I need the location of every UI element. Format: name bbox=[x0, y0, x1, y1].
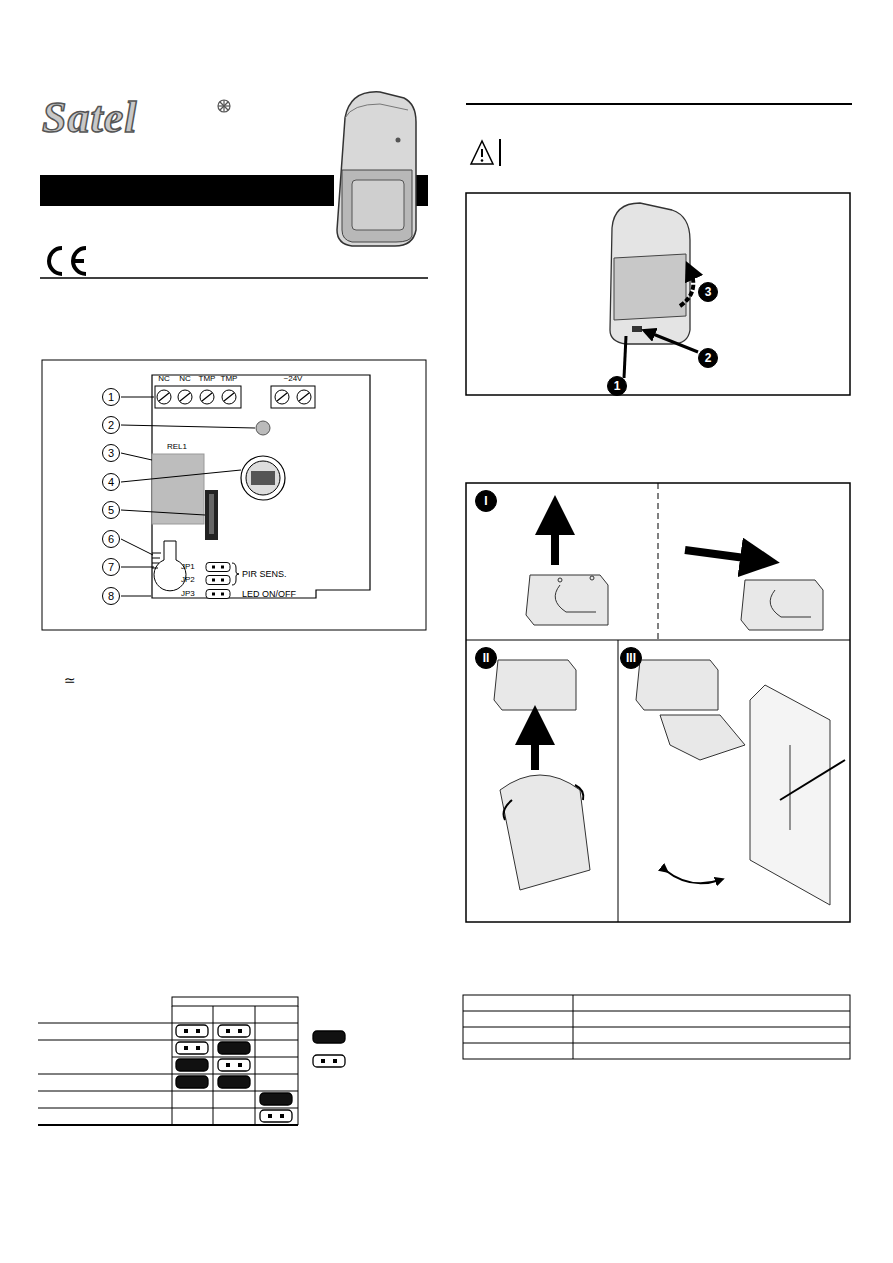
terminal-name: TMP bbox=[199, 374, 216, 383]
figure-frame bbox=[466, 483, 850, 922]
callout-text: 4 bbox=[108, 477, 114, 488]
data-table bbox=[463, 995, 850, 1059]
callout-number: 1 bbox=[102, 388, 120, 406]
jumper-function: PIR SENS. bbox=[242, 570, 287, 579]
pcb bbox=[152, 375, 370, 599]
figure-step-number: 2 bbox=[698, 348, 718, 368]
jumper-name: JP3 bbox=[181, 590, 195, 598]
terminal-name: TMP bbox=[221, 374, 238, 383]
terminal-name: NC bbox=[179, 374, 191, 383]
jumper-function: PIR SENS. bbox=[242, 569, 287, 579]
figure-step-number: 1 bbox=[607, 376, 627, 396]
callout-number: 2 bbox=[102, 416, 120, 434]
figure-frame bbox=[42, 360, 426, 630]
part-name: REL1 bbox=[167, 443, 187, 451]
callout-text: 2 bbox=[108, 420, 114, 431]
callout-text: III bbox=[626, 652, 636, 664]
logo: Satel bbox=[42, 96, 137, 140]
jumper-table bbox=[38, 997, 298, 1125]
terminal-name: TMP bbox=[199, 375, 216, 383]
callout-number: 5 bbox=[102, 501, 120, 519]
callout-text: 6 bbox=[108, 534, 114, 545]
callout-text: I bbox=[484, 495, 487, 507]
terminal-name: ~24V bbox=[284, 374, 303, 383]
callout-number: 6 bbox=[102, 530, 120, 548]
callout-number: 7 bbox=[102, 558, 120, 576]
logo-star bbox=[218, 100, 230, 112]
terminal-name: ~24V bbox=[284, 375, 303, 383]
title-bar bbox=[40, 175, 334, 206]
ac-symbol: ≃ bbox=[64, 672, 76, 688]
terminal-name: NC bbox=[158, 374, 170, 383]
figure-step-number: 3 bbox=[698, 282, 718, 302]
jumper-name: JP2 bbox=[181, 576, 195, 584]
warning-sign bbox=[471, 139, 500, 166]
callout-number: 3 bbox=[102, 444, 120, 462]
callout-text: 3 bbox=[705, 286, 712, 298]
callout-text: 3 bbox=[108, 448, 114, 459]
jumper-icon bbox=[176, 1025, 345, 1122]
detector-picture bbox=[337, 92, 416, 246]
logo: Satel bbox=[42, 93, 137, 142]
callout-text: 5 bbox=[108, 505, 114, 516]
callout-text: II bbox=[483, 652, 490, 664]
bracket-picture bbox=[494, 515, 845, 905]
figure-step-number: I bbox=[475, 490, 497, 512]
figure-step-number: III bbox=[620, 647, 642, 669]
callout-text: 7 bbox=[108, 562, 114, 573]
opening-picture bbox=[610, 203, 698, 378]
jumper-name: JP2 bbox=[181, 575, 195, 584]
callout-number: 8 bbox=[102, 587, 120, 605]
jumper-name: JP1 bbox=[181, 563, 195, 571]
part-name: REL1 bbox=[167, 442, 187, 451]
terminal-name: NC bbox=[158, 375, 170, 383]
ac-symbol: ≃ bbox=[64, 673, 76, 687]
jumper-name: JP3 bbox=[181, 589, 195, 598]
jumper-function: LED ON/OFF bbox=[242, 590, 296, 599]
jumper-function: LED ON/OFF bbox=[242, 589, 296, 599]
leader-line bbox=[121, 397, 255, 596]
ce-mark bbox=[49, 248, 86, 274]
figure-step-number: II bbox=[475, 647, 497, 669]
figure-frame bbox=[466, 193, 850, 395]
callout-text: 2 bbox=[705, 352, 712, 364]
jumper-name: JP1 bbox=[181, 562, 195, 571]
callout-text: 1 bbox=[108, 392, 114, 403]
terminal-name: NC bbox=[179, 375, 191, 383]
terminal-name: TMP bbox=[221, 375, 238, 383]
callout-text: 8 bbox=[108, 591, 114, 602]
callout-number: 4 bbox=[102, 473, 120, 491]
callout-text: 1 bbox=[614, 380, 621, 392]
